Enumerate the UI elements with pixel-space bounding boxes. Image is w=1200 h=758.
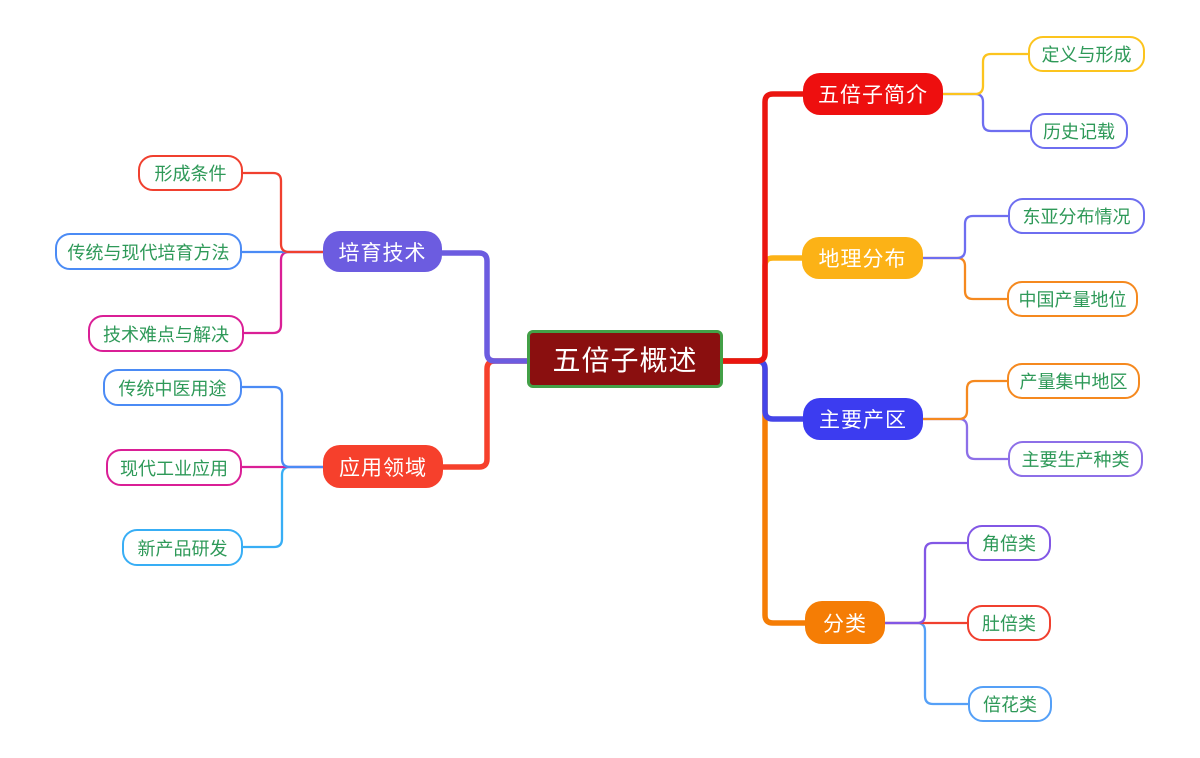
edge-geography-to-east-asia	[923, 214, 1008, 260]
edge-classification-to-beihua	[885, 621, 968, 706]
topic-intro[interactable]: 五倍子简介	[803, 73, 943, 115]
child-forming-conditions[interactable]: 形成条件	[138, 155, 243, 191]
topic-regions[interactable]: 主要产区	[803, 398, 923, 440]
child-new-product-rd[interactable]: 新产品研发	[122, 529, 243, 566]
edge-application-to-new-products	[243, 465, 323, 549]
child-historical-records[interactable]: 历史记载	[1030, 113, 1128, 149]
edge-geography-to-china-output	[923, 256, 1007, 301]
topic-classification[interactable]: 分类	[805, 601, 885, 644]
edge-root-to-regions	[723, 358, 803, 422]
edge-cultivation-to-conditions	[243, 171, 323, 254]
edge-regions-to-concentrated-areas	[923, 379, 1007, 421]
child-tcm-uses[interactable]: 传统中医用途	[103, 369, 242, 406]
edge-root-to-cultivation	[442, 250, 527, 364]
edge-regions-to-production-types	[923, 417, 1008, 461]
child-industrial-applications[interactable]: 现代工业应用	[106, 449, 242, 486]
node-root[interactable]: 五倍子概述	[527, 330, 723, 388]
child-production-types[interactable]: 主要生产种类	[1008, 441, 1143, 477]
topic-geography[interactable]: 地理分布	[802, 237, 923, 279]
child-china-output-status[interactable]: 中国产量地位	[1007, 281, 1138, 317]
child-cultivation-methods[interactable]: 传统与现代培育方法	[55, 233, 242, 270]
edge-cultivation-to-difficulties	[244, 250, 323, 335]
child-beihua-type[interactable]: 倍花类	[968, 686, 1052, 722]
edge-root-to-intro	[723, 91, 803, 364]
topic-cultivation[interactable]: 培育技术	[323, 231, 442, 272]
edge-root-to-application	[443, 358, 527, 470]
child-jiaobei-type[interactable]: 角倍类	[967, 525, 1051, 561]
edge-application-to-tcm	[242, 385, 323, 469]
child-technical-difficulties[interactable]: 技术难点与解决	[88, 315, 244, 352]
child-definition-formation[interactable]: 定义与形成	[1028, 36, 1145, 72]
topic-application[interactable]: 应用领域	[323, 445, 443, 488]
edge-classification-to-jiaobei	[885, 541, 967, 625]
child-dubei-type[interactable]: 肚倍类	[967, 605, 1051, 641]
child-east-asia-distribution[interactable]: 东亚分布情况	[1008, 198, 1145, 234]
edge-intro-to-definition	[943, 52, 1028, 96]
edge-intro-to-history	[943, 92, 1030, 133]
child-concentrated-areas[interactable]: 产量集中地区	[1007, 363, 1140, 399]
